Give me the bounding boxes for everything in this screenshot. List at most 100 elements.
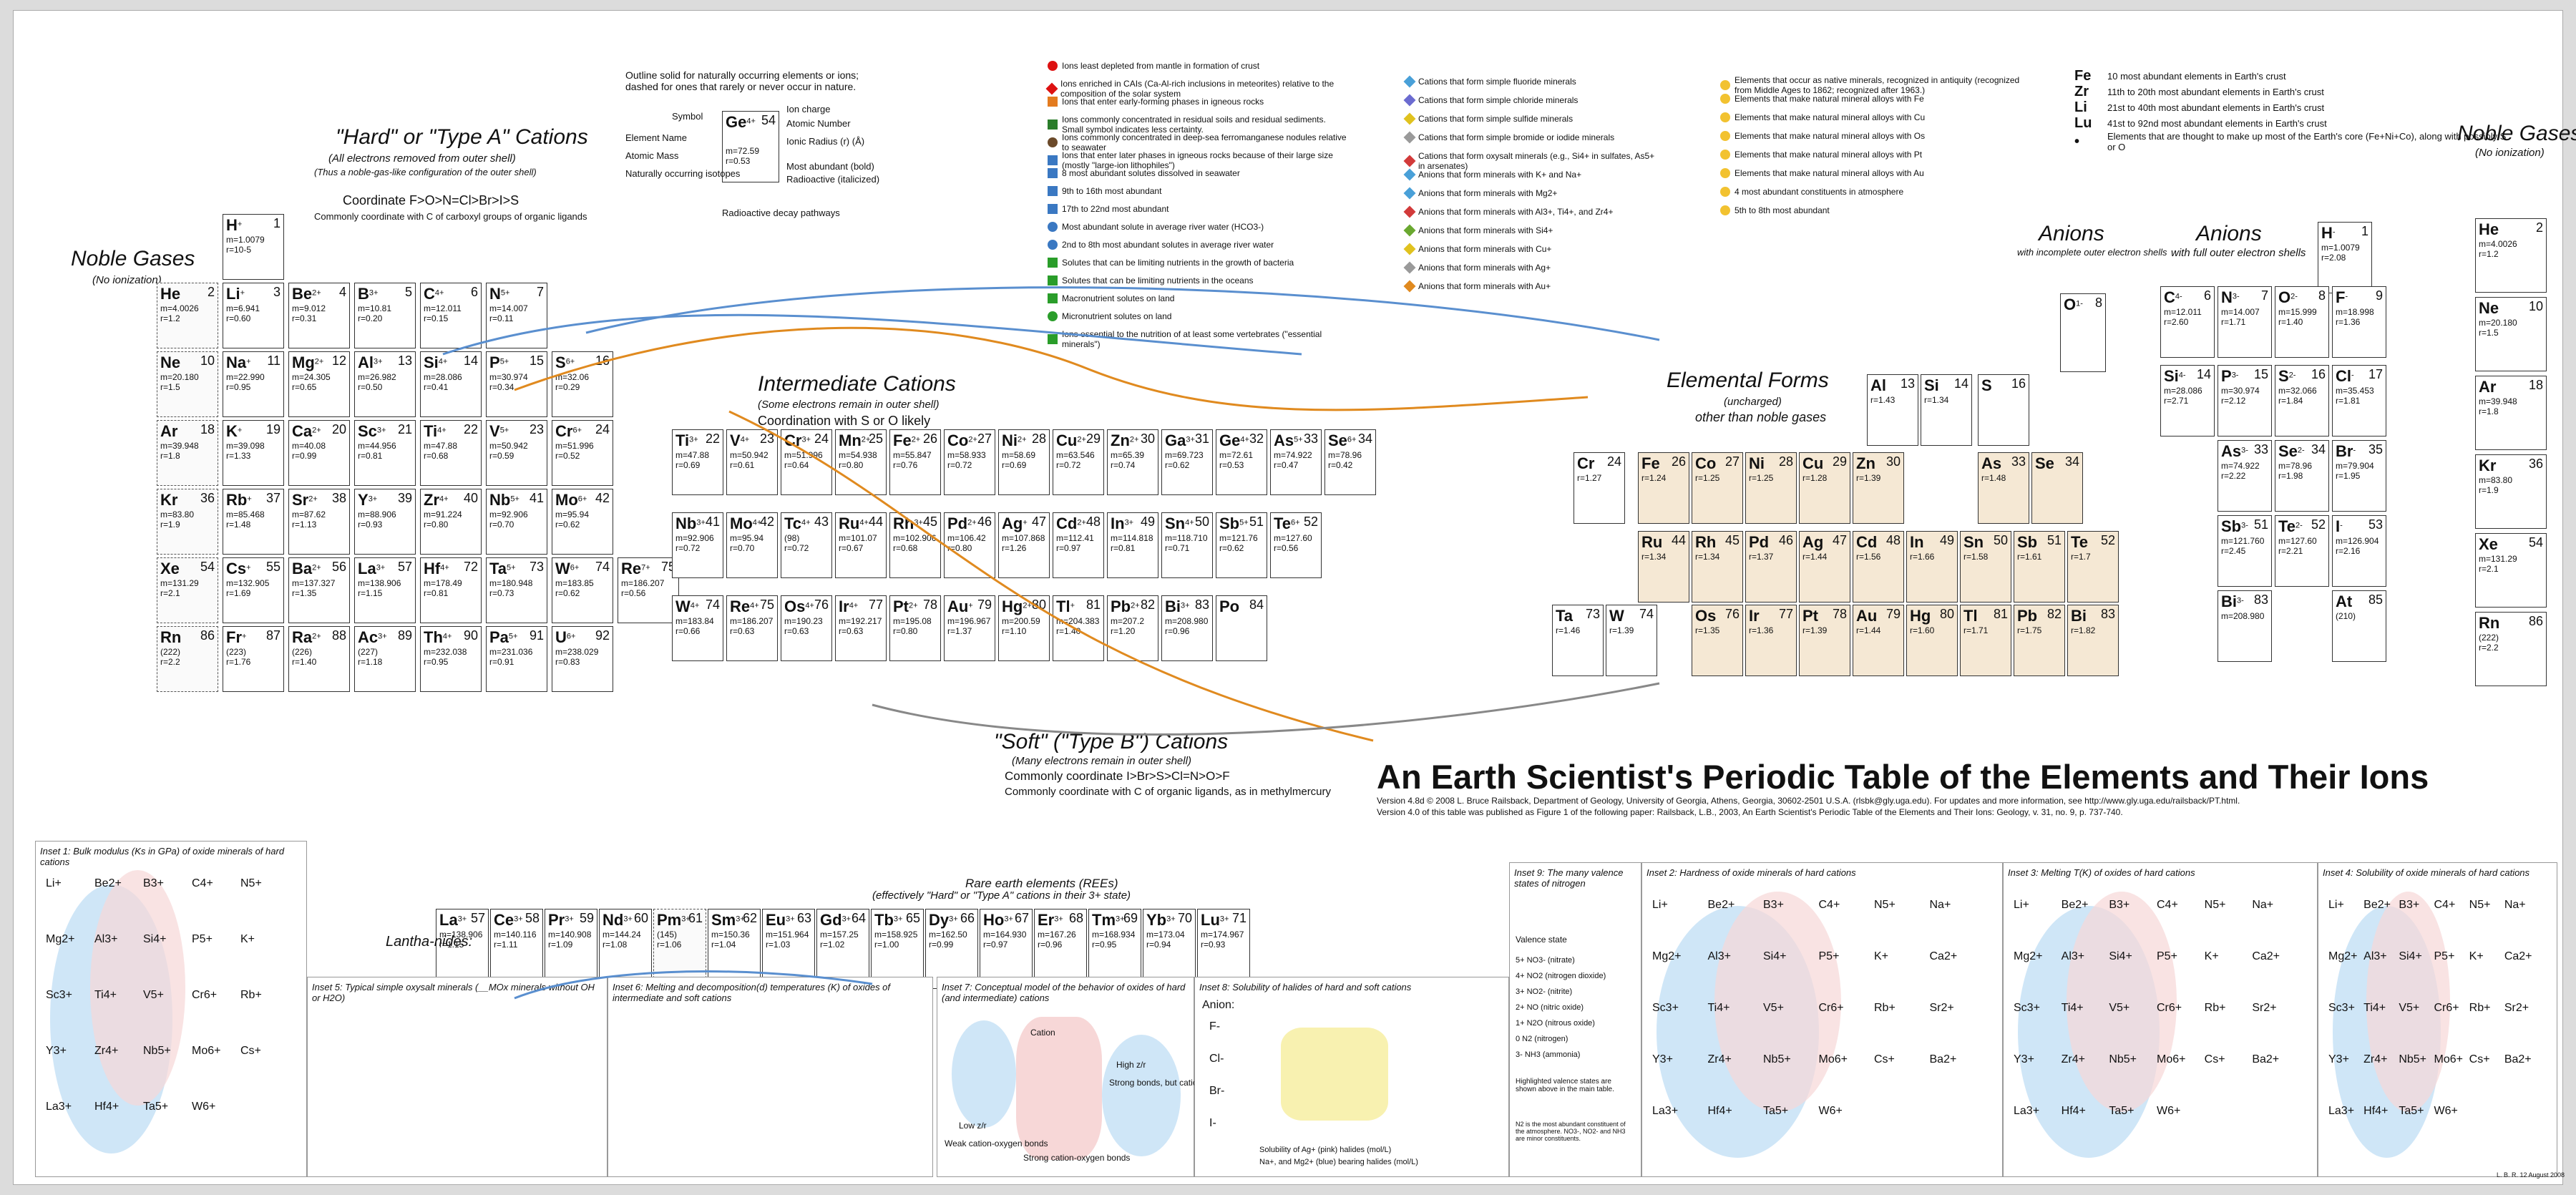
inset-panel-2: Inset 5: Typical simple oxysalt minerals…: [307, 977, 608, 1177]
ionic-radius: r=0.69: [675, 460, 701, 470]
legend-marker-icon: [1048, 120, 1058, 130]
anions-right-sub: with full outer electron shells: [2171, 247, 2306, 259]
element-symbol: Pt: [1802, 607, 1818, 625]
inset-ion-label: K+: [240, 933, 255, 945]
legend-item: Anions that form minerals with Si4+: [1403, 224, 1663, 237]
anions-left-sub: with incomplete outer electron shells: [2017, 247, 2167, 258]
atomic-number: 26: [1671, 454, 1686, 469]
ionic-radius: r=1.02: [820, 940, 845, 950]
atomic-mass: m=4.0026: [2479, 239, 2517, 249]
inset-ion-label: B3+: [2109, 899, 2130, 911]
element-symbol: Os: [1695, 607, 1717, 625]
ionic-radius: r=0.31: [292, 313, 317, 323]
ionic-radius: r=1.2: [160, 313, 180, 323]
element-symbol: Po: [1219, 598, 1240, 615]
atomic-mass: m=78.96: [1328, 450, 1362, 460]
element-symbol: Sb: [2017, 533, 2038, 551]
legend-marker-icon: [1048, 186, 1058, 196]
inset-ion-label: La3+: [1652, 1105, 1679, 1117]
atomic-number: 13: [1900, 376, 1915, 391]
atomic-mass: (98): [784, 533, 800, 543]
atomic-number: 51: [2253, 517, 2268, 532]
element-symbol: Sn: [1963, 533, 1984, 551]
legend-atomic-number: Atomic Number: [786, 118, 851, 129]
element-symbol: Tm: [1092, 911, 1116, 929]
atomic-number: 56: [331, 560, 346, 574]
element-symbol: Y: [358, 491, 369, 509]
legend-element-name: Element Name: [625, 132, 687, 143]
atomic-number: 27: [1724, 454, 1740, 469]
legend-item: Most abundant solute in average river wa…: [1048, 222, 1348, 232]
element-symbol: Pd: [947, 514, 968, 532]
ion-charge: 3+: [1116, 914, 1125, 924]
ionic-radius: r=1.15: [358, 588, 383, 598]
inset-ion-label: K+: [2469, 950, 2484, 962]
atomic-mass: m=50.942: [730, 450, 769, 460]
atomic-mass: m=231.036: [489, 647, 533, 657]
atomic-number: 90: [463, 628, 478, 643]
atomic-number: 34: [2311, 442, 2326, 457]
version-line-2: Version 4.0 of this table was published …: [1377, 807, 2123, 817]
atomic-number: 66: [960, 911, 975, 925]
ion-charge: 6+: [1347, 435, 1357, 444]
atomic-mass: m=39.948: [160, 441, 199, 451]
element-symbol: Sm: [711, 911, 736, 929]
element-symbol: Mo: [730, 514, 753, 532]
legend-text: Cations that form simple bromide or iodi…: [1418, 132, 1615, 142]
legend-marker-icon: [1403, 205, 1416, 218]
atomic-number: 8: [2094, 296, 2102, 310]
atomic-mass: m=4.0026: [160, 303, 199, 313]
atomic-number: 78: [1832, 607, 1847, 621]
element-symbol: Ac: [358, 628, 379, 646]
ionic-radius: r=2.2: [160, 657, 180, 667]
inset-ion-label: Al3+: [2061, 950, 2085, 962]
ion-charge: 4+: [438, 357, 448, 366]
ionic-radius: r=1.40: [2278, 317, 2303, 327]
legend-marker-icon: [1403, 280, 1416, 293]
element-symbol: Rn: [2479, 614, 2500, 632]
inset-ion-label: Mg2+: [2328, 950, 2358, 962]
atomic-mass: m=58.933: [947, 450, 986, 460]
legend-marker-icon: [1403, 75, 1416, 88]
atomic-mass: m=39.098: [226, 441, 265, 451]
inset-ion-label: Rb+: [2204, 1002, 2226, 1014]
element-symbol: Cs: [226, 560, 247, 577]
legend-marker-icon: [1048, 155, 1058, 165]
atomic-number: 37: [265, 491, 280, 505]
atomic-number: 24: [595, 422, 610, 436]
element-symbol: Ar: [2479, 378, 2497, 396]
legend-text: Ions that enter early-forming phases in …: [1062, 97, 1264, 107]
inset-ion-label: Sr2+: [2504, 1002, 2529, 1014]
atomic-number: 86: [2528, 614, 2543, 628]
anions-right-heading: Anions: [2196, 222, 2262, 245]
atomic-number: 21: [397, 422, 412, 436]
inset-ion-label: W6+: [192, 1101, 216, 1113]
noble-gases-left-sub: (No ionization): [92, 274, 162, 286]
ionic-radius: r=1.48: [1981, 473, 2006, 483]
inset-ion-label: Zr4+: [2363, 1053, 2388, 1065]
atomic-mass: m=9.012: [292, 303, 326, 313]
element-symbol: Si: [424, 353, 439, 371]
atomic-mass: m=44.956: [358, 441, 396, 451]
element-cell-fr: Fr+87(223)r=1.76: [223, 626, 284, 692]
element-symbol: Pd: [1749, 533, 1770, 551]
